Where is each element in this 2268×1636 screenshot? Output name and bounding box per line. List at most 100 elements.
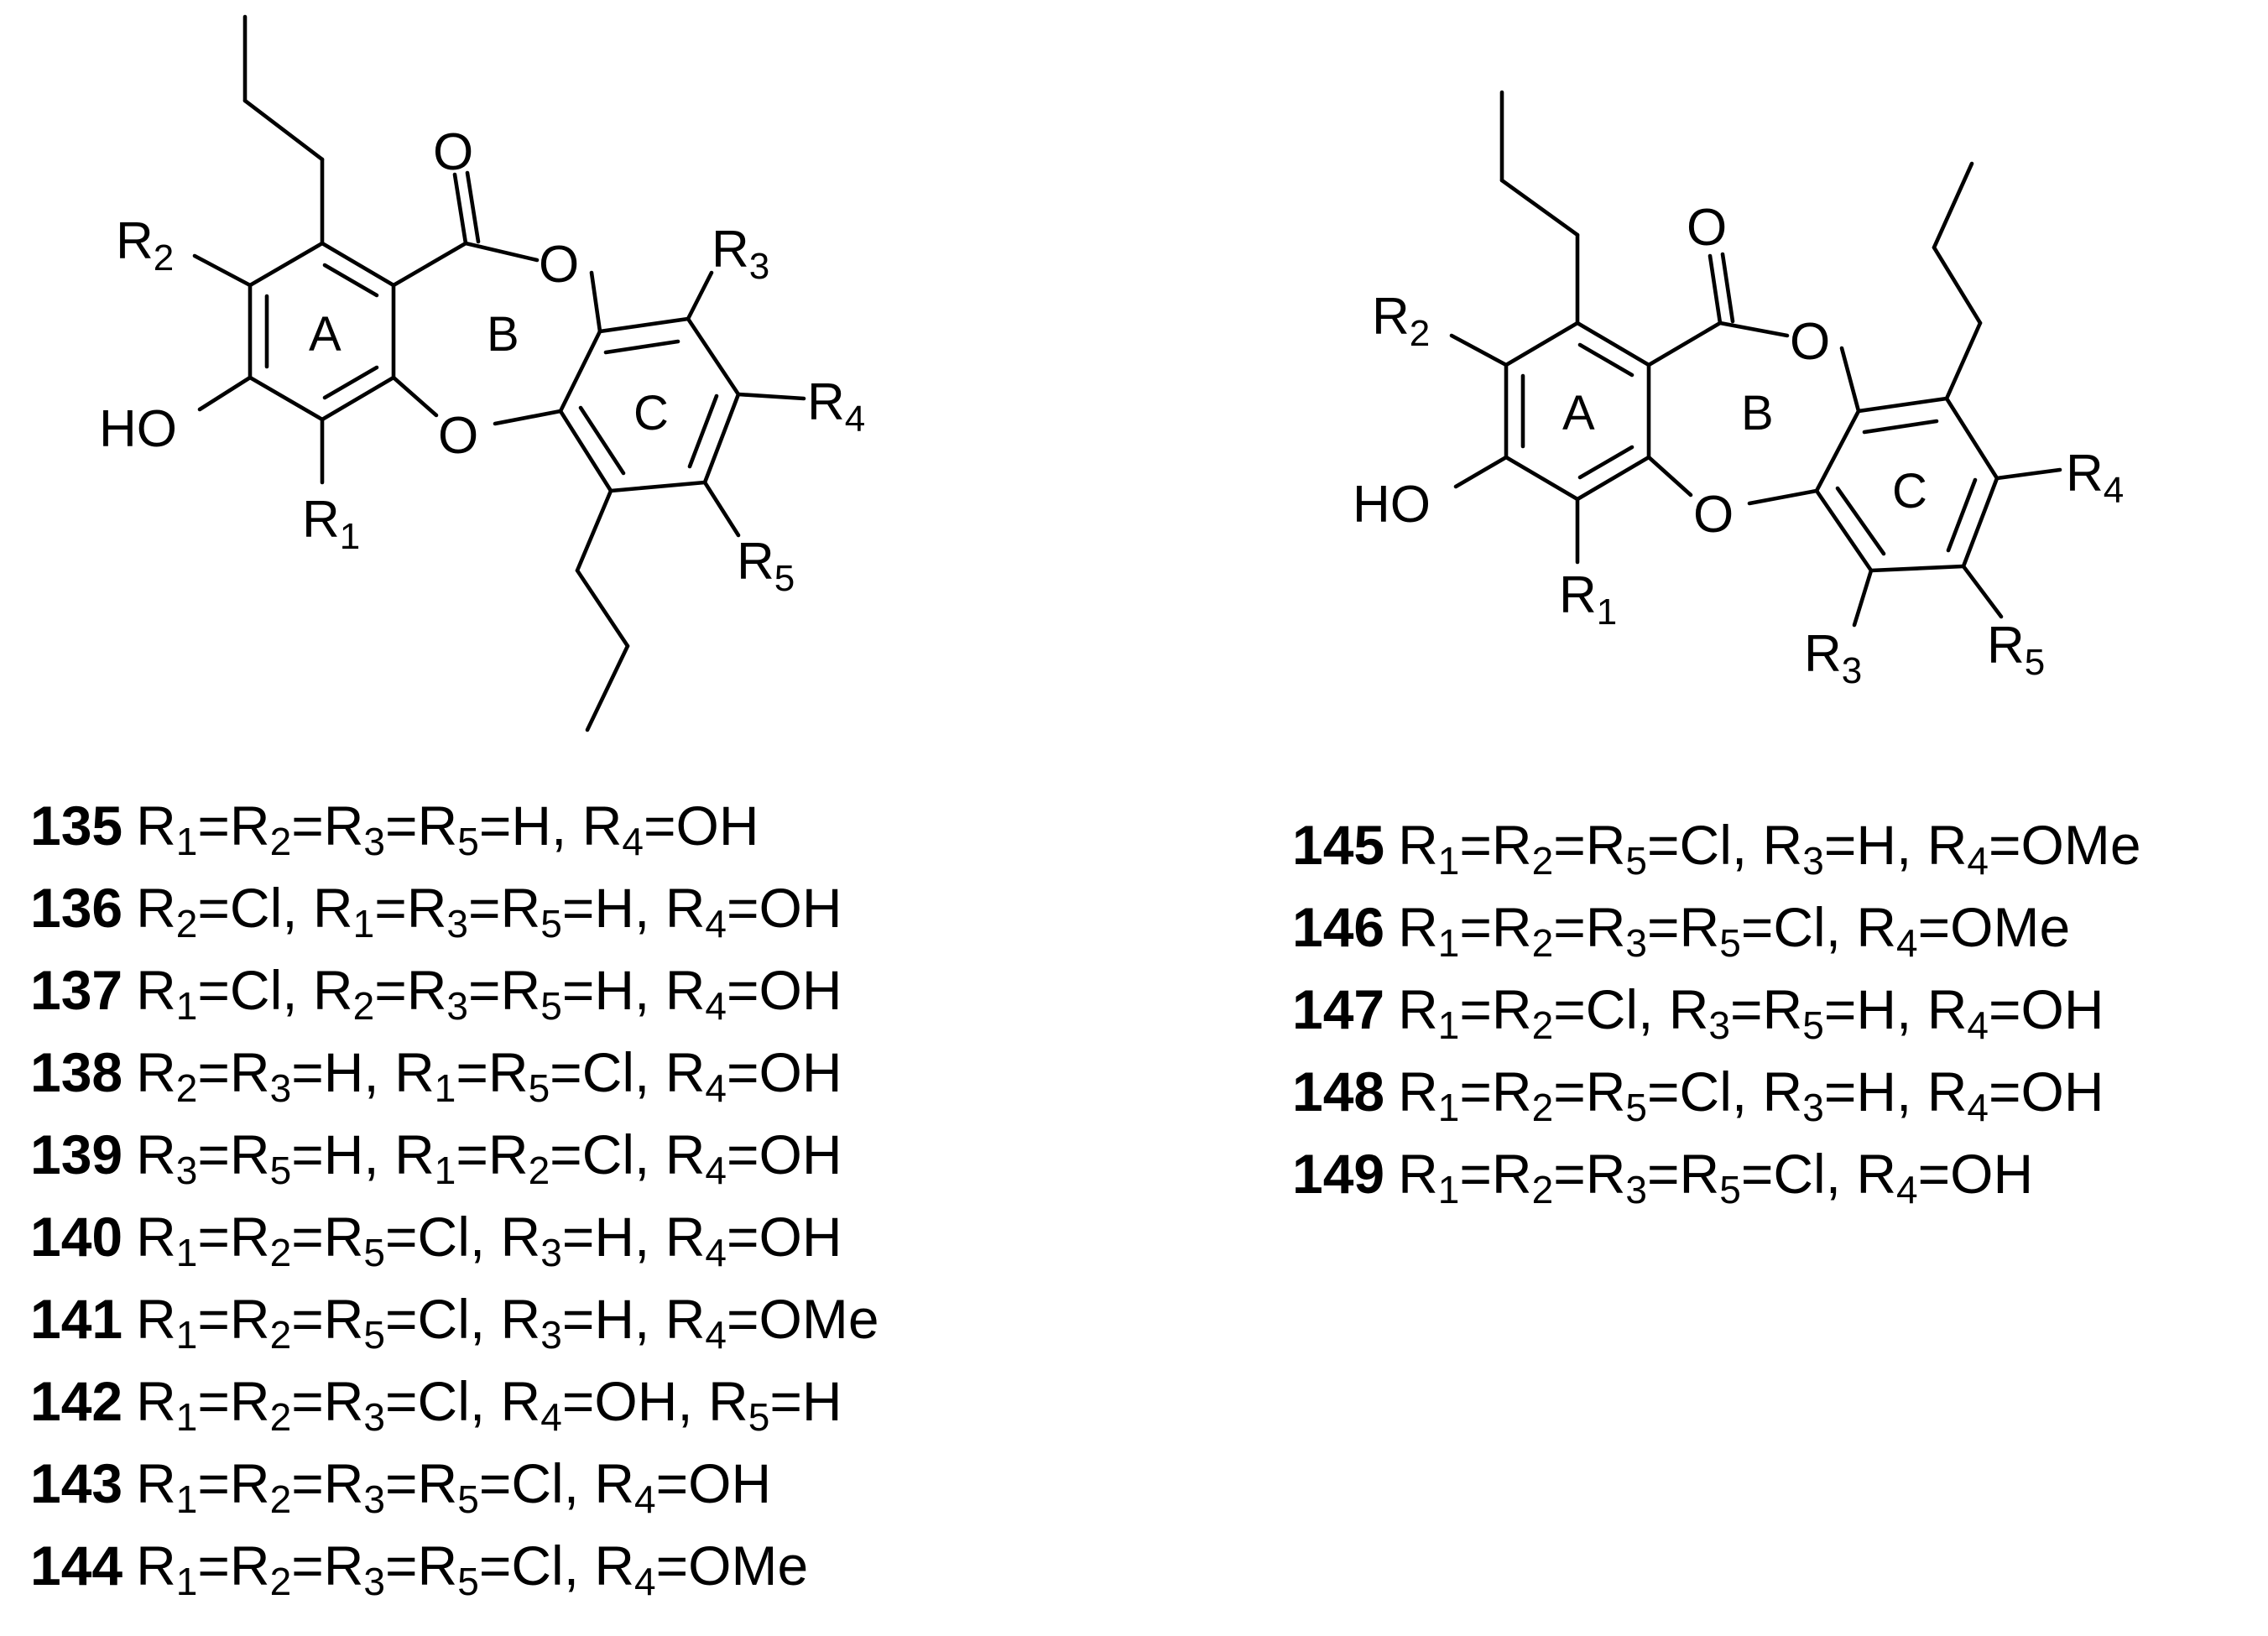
structure-right: A B C O O O HO R2 R1 R3 R4 R5 xyxy=(1353,90,2124,691)
formula-text: =R xyxy=(1647,896,1720,958)
formula-text: =OH xyxy=(1917,1143,2034,1205)
compound-id: 146 xyxy=(1292,896,1385,958)
compound-id: 142 xyxy=(30,1370,123,1432)
formula-text: =H, R xyxy=(561,877,706,939)
r2-label: R2 xyxy=(116,212,174,279)
r-subscript: 3 xyxy=(749,246,769,287)
formula-text: R xyxy=(136,959,176,1021)
formula-subscript: 5 xyxy=(457,1560,479,1603)
formula-subscript: 5 xyxy=(363,1313,386,1357)
structure-left: A B C O O O HO R2 R1 R3 R4 R5 xyxy=(99,14,865,732)
formula-text: =R xyxy=(1647,1143,1720,1205)
formula-text: =R xyxy=(1459,1143,1532,1205)
compound-id: 147 xyxy=(1292,978,1385,1040)
formula-subscript: 4 xyxy=(1896,921,1918,965)
r-subscript: 1 xyxy=(1597,591,1617,633)
formula-subscript: 5 xyxy=(748,1395,770,1439)
r-subscript: 4 xyxy=(2104,470,2124,511)
carbonyl-oxygen: O xyxy=(433,123,473,181)
formula-subscript: 4 xyxy=(1967,839,1989,883)
formula-subscript: 5 xyxy=(363,1231,386,1274)
formula-subscript: 1 xyxy=(434,1066,456,1110)
formula-subscript: 4 xyxy=(705,984,727,1028)
formula-subscript: 2 xyxy=(175,902,198,946)
formula-text: =R xyxy=(374,877,447,939)
formula-subscript: 3 xyxy=(446,984,469,1028)
formula-text: =Cl, R xyxy=(197,959,353,1021)
formula-subscript: 2 xyxy=(175,1066,198,1110)
formula-text: =OMe xyxy=(1988,814,2141,876)
formula-text: =OH xyxy=(726,959,842,1021)
formula-text: =H, R xyxy=(1823,978,1968,1040)
ring-b-label: B xyxy=(1741,386,1774,440)
formula-text: =OH xyxy=(655,1452,772,1514)
formula-subscript: 1 xyxy=(352,902,375,946)
compound-id: 137 xyxy=(30,959,123,1021)
formula-text: =Cl, R xyxy=(478,1452,635,1514)
formula-text: R xyxy=(136,1206,176,1268)
formula-text: =R xyxy=(374,959,447,1021)
formula-subscript: 1 xyxy=(175,1560,198,1603)
compound-id: 148 xyxy=(1292,1060,1385,1123)
formula-subscript: 4 xyxy=(705,902,727,946)
r-letter: R xyxy=(737,533,774,591)
formula-subscript: 1 xyxy=(175,1231,198,1274)
formula-subscript: 1 xyxy=(1437,1086,1460,1129)
bonds-right xyxy=(1449,90,2062,628)
formula-text: R xyxy=(136,1534,176,1597)
formula-text: =H, R xyxy=(291,1123,435,1185)
formula-subscript: 5 xyxy=(269,1149,292,1192)
ring-a-label: A xyxy=(1562,386,1595,440)
formula-text: =Cl, R xyxy=(550,1041,706,1103)
formula-subscript: 3 xyxy=(540,1231,562,1274)
formula-text: R xyxy=(136,877,176,939)
formula-text: =R xyxy=(1459,1060,1532,1123)
r4-label: R4 xyxy=(2066,445,2124,511)
r-subscript: 5 xyxy=(774,558,795,599)
formula-subscript: 1 xyxy=(1437,921,1460,965)
formula-text: =R xyxy=(468,877,541,939)
r-letter: R xyxy=(807,373,845,431)
formula-subscript: 2 xyxy=(1531,839,1554,883)
formula-subscript: 4 xyxy=(705,1313,727,1357)
r-subscript: 1 xyxy=(340,516,360,557)
formula-subscript: 2 xyxy=(1531,1003,1554,1047)
formula-text: R xyxy=(136,1370,176,1432)
r3-label: R3 xyxy=(1804,625,1862,691)
formula-subscript: 5 xyxy=(457,820,479,863)
formula-text: =R xyxy=(197,1534,270,1597)
r-letter: R xyxy=(1559,566,1597,624)
formula-text: R xyxy=(1398,1143,1438,1205)
formula-subscript: 5 xyxy=(1719,1168,1741,1211)
formula-text: =Cl, R xyxy=(1647,1060,1803,1123)
formula-subscript: 5 xyxy=(1802,1003,1824,1047)
compound-id: 138 xyxy=(30,1041,123,1103)
formula-text: =R xyxy=(291,1288,364,1350)
ring-c-label: C xyxy=(1892,464,1927,518)
r2-label: R2 xyxy=(1372,288,1430,354)
r-letter: R xyxy=(2066,445,2104,503)
formula-subscript: 5 xyxy=(1625,839,1648,883)
formula-subscript: 2 xyxy=(269,820,292,863)
formula-subscript: 4 xyxy=(634,1477,656,1521)
compound-id: 141 xyxy=(30,1288,123,1350)
r5-label: R5 xyxy=(1987,617,2045,683)
formula-text: =OH xyxy=(1988,1060,2104,1123)
r5-label: R5 xyxy=(737,533,795,599)
formula-text: =OH xyxy=(726,877,842,939)
formula-subscript: 5 xyxy=(528,1066,550,1110)
formula-subscript: 2 xyxy=(528,1149,550,1192)
formula-text: =R xyxy=(197,1370,270,1432)
compound-id: 140 xyxy=(30,1206,123,1268)
formula-subscript: 1 xyxy=(434,1149,456,1192)
formula-subscript: 3 xyxy=(1625,921,1648,965)
formula-text: R xyxy=(136,1452,176,1514)
formula-subscript: 4 xyxy=(1896,1168,1918,1211)
